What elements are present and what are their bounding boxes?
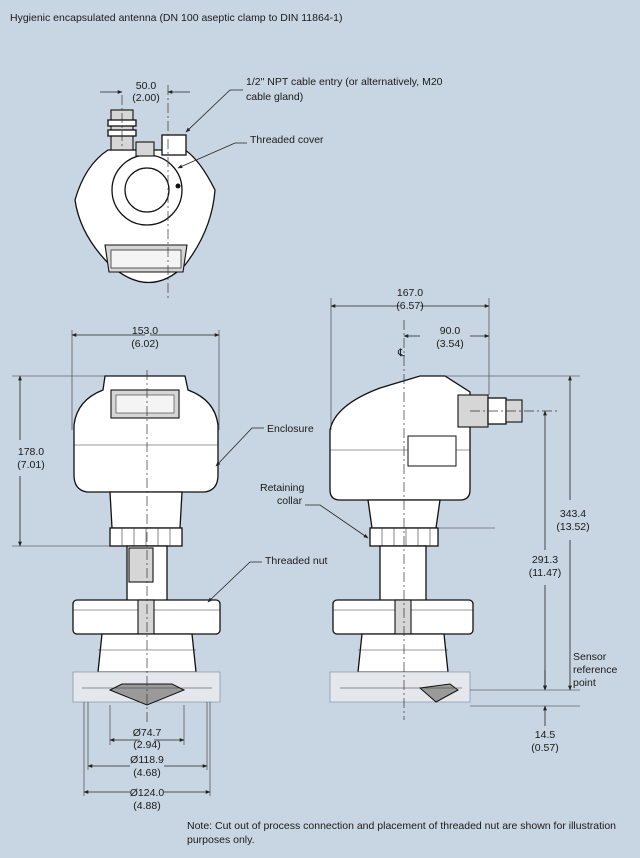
enclosure-side	[329, 375, 471, 501]
dim-dia-inner-mm: Ø74.7	[133, 727, 162, 739]
dim-collar-height-in: (11.47)	[529, 567, 562, 579]
front-view: 153.0 (6.02) 178.0 (7.01) Enclosure Thre…	[12, 325, 328, 812]
note-line-2: purposes only.	[187, 834, 255, 846]
side-view: ℄ 167.0 (6.57) 90.0 (3.54) 343.4 (13.52)…	[260, 287, 618, 754]
dim-dia-mid-mm: Ø118.9	[130, 754, 164, 766]
dim-side-width-in: (6.57)	[396, 300, 423, 312]
dim-side-width-mm: 167.0	[397, 287, 423, 299]
dim-front-height-in: (7.01)	[17, 459, 44, 471]
callout-retaining-collar-2: collar	[277, 495, 303, 507]
dim-antenna-length-mm: 14.5	[535, 729, 556, 741]
dim-side-offset-mm: 90.0	[440, 325, 461, 337]
dim-front-height-mm: 178.0	[18, 446, 44, 458]
dim-dia-mid-in: (4.68)	[133, 767, 160, 779]
dim-top-width-in: (2.00)	[132, 92, 159, 104]
callout-threaded-cover: Threaded cover	[250, 134, 324, 146]
dim-total-height-in: (13.52)	[556, 521, 589, 533]
dim-top-width-mm: 50.0	[136, 80, 157, 92]
dim-dia-outer-in: (4.88)	[133, 800, 160, 812]
callout-threaded-nut: Threaded nut	[265, 555, 328, 567]
callout-sensor-ref-1: Sensor	[573, 651, 607, 663]
centerline-symbol: ℄	[397, 347, 405, 359]
dim-dia-outer-mm: Ø124.0	[130, 787, 165, 799]
top-view: 50.0 (2.00) 1/2" NPT cable entry (or alt…	[74, 76, 443, 300]
callout-retaining-collar-1: Retaining	[260, 482, 305, 494]
note-line-1: Note: Cut out of process connection and …	[187, 820, 616, 832]
callout-enclosure: Enclosure	[267, 423, 314, 435]
callout-sensor-ref-2: reference	[573, 664, 618, 676]
enclosure	[73, 375, 219, 493]
callout-sensor-ref-3: point	[573, 677, 596, 689]
dim-dia-inner-in: (2.94)	[133, 739, 160, 751]
dim-front-width-in: (6.02)	[131, 338, 158, 350]
drawing-title: Hygienic encapsulated antenna (DN 100 as…	[10, 12, 343, 24]
dim-total-height-mm: 343.4	[560, 508, 586, 520]
callout-cable-entry-1: 1/2" NPT cable entry (or alternatively, …	[246, 76, 443, 88]
callout-cable-entry-2: cable gland)	[246, 91, 303, 103]
dim-front-width-mm: 153.0	[132, 325, 158, 337]
dim-antenna-length-in: (0.57)	[531, 742, 558, 754]
dim-collar-height-mm: 291.3	[532, 554, 558, 566]
dim-side-offset-in: (3.54)	[436, 338, 463, 350]
